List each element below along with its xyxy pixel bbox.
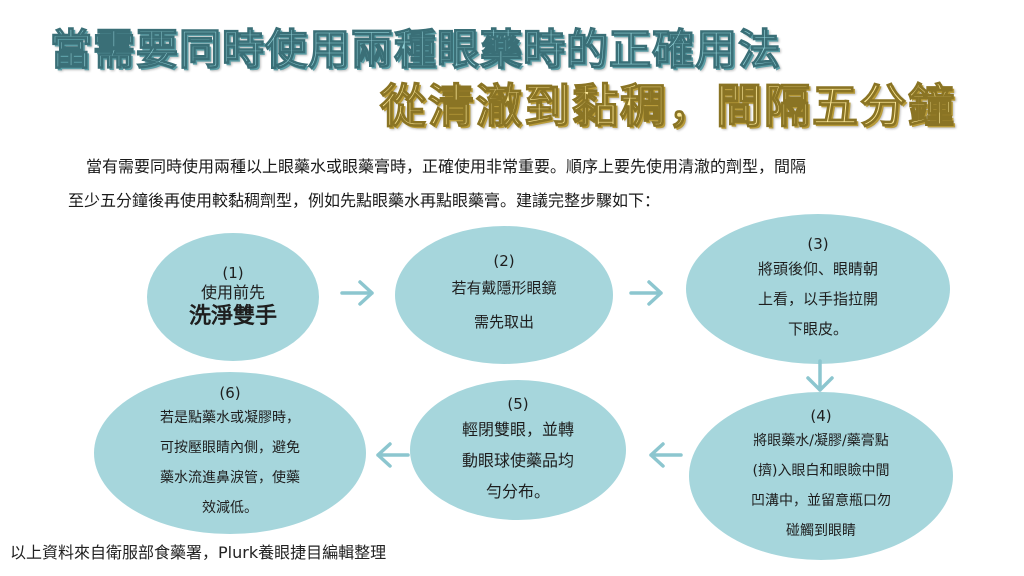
step-6-text: 若是點藥水或凝膠時， 可按壓眼睛內側，避免 藥水流進鼻淚管，使藥 效減低。 [160, 410, 300, 516]
step-1-emphasis: 洗淨雙手 [188, 304, 277, 329]
step-6-node: (6) 若是點藥水或凝膠時， 可按壓眼睛內側，避免 藥水流進鼻淚管，使藥 效減低… [94, 372, 366, 534]
step-3-text: 將頭後仰、眼睛朝 上看，以手指拉開 下眼皮。 [757, 260, 878, 338]
arrow-left-2-icon [376, 442, 410, 468]
arrow-right-2-icon [629, 280, 663, 306]
page-title: 當需要同時使用兩種眼藥時的正確用法 [49, 24, 782, 74]
step-6-number: (6) [219, 384, 241, 402]
page-subtitle: 從清澈到黏稠，間隔五分鐘 [379, 78, 956, 133]
step-1-node: (1) 使用前先 洗淨雙手 [147, 233, 319, 361]
source-note: 以上資料來自衛服部食藥署，Plurk養眼捷目編輯整理 [10, 543, 387, 562]
step-1-text: 使用前先 [200, 283, 265, 302]
arrow-right-1-icon [340, 280, 374, 306]
step-2-node: (2) 若有戴隱形眼鏡 需先取出 [395, 226, 613, 364]
intro-line-1: 當有需要同時使用兩種以上眼藥水或眼藥膏時，正確使用非常重要。順序上要先使用清澈的… [86, 157, 807, 176]
step-4-number: (4) [810, 407, 832, 425]
step-5-node: (5) 輕閉雙眼，並轉 動眼球使藥品均 勻分布。 [410, 380, 626, 520]
step-3-number: (3) [807, 235, 829, 253]
step-2-number: (2) [493, 252, 515, 270]
step-3-node: (3) 將頭後仰、眼睛朝 上看，以手指拉開 下眼皮。 [686, 214, 950, 364]
step-2-text: 若有戴隱形眼鏡 需先取出 [451, 279, 557, 331]
arrow-down-icon [806, 359, 834, 392]
intro-line-2: 至少五分鐘後再使用較黏稠劑型，例如先點眼藥水再點眼藥膏。建議完整步驟如下： [68, 191, 661, 210]
step-4-node: (4) 將眼藥水/凝膠/藥膏點 (擠)入眼白和眼瞼中間 凹溝中，並留意瓶口勿 碰… [689, 392, 953, 560]
step-1-number: (1) [222, 264, 244, 282]
step-5-text: 輕閉雙眼，並轉 動眼球使藥品均 勻分布。 [461, 419, 574, 501]
step-5-number: (5) [507, 394, 529, 413]
step-4-text: 將眼藥水/凝膠/藥膏點 (擠)入眼白和眼瞼中間 凹溝中，並留意瓶口勿 碰觸到眼睛 [751, 433, 891, 539]
arrow-left-1-icon [649, 442, 683, 468]
